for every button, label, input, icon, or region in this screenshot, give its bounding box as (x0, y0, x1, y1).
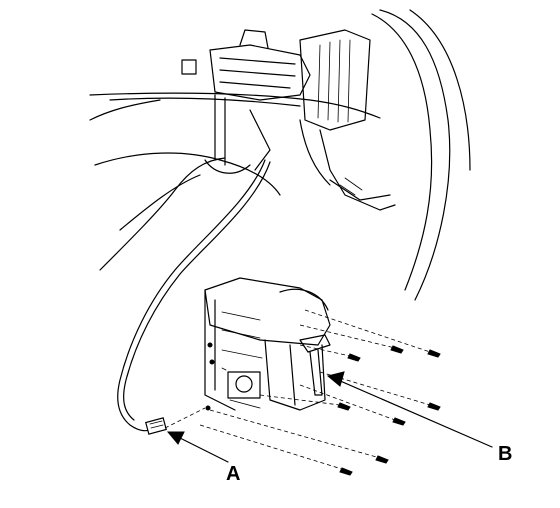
screw-set (337, 345, 441, 476)
wire-harness (117, 159, 271, 432)
callout-b-arrow (326, 371, 493, 448)
callout-a-arrow (166, 431, 229, 463)
dashboard-structure (89, 9, 471, 301)
control-unit-assembly (204, 277, 331, 411)
callout-label-a: A (226, 463, 241, 485)
screw-assembly-lines (164, 309, 431, 471)
callout-label-b: B (498, 443, 513, 465)
harness-connector (145, 417, 167, 435)
